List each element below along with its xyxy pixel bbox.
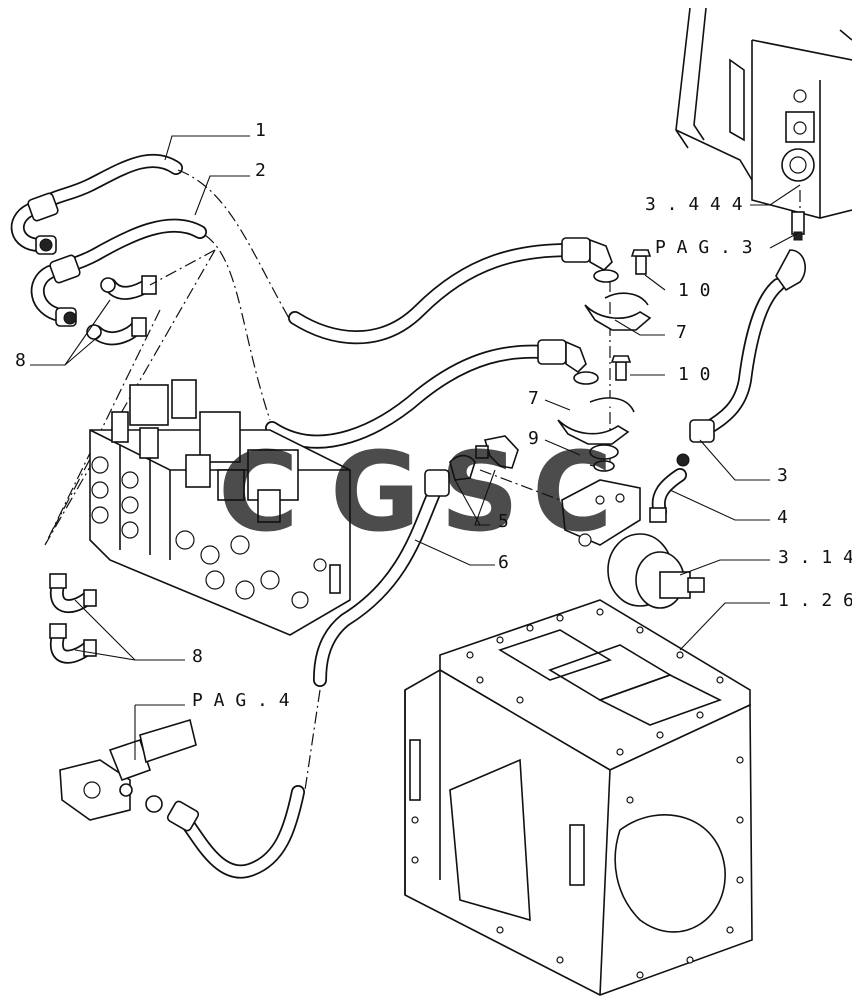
watermark-letter-2: G <box>330 428 420 556</box>
callout-pag4: P A G . 4 <box>192 690 290 711</box>
hose-3 <box>676 249 806 467</box>
elbow-4 <box>649 468 687 523</box>
watermark-letter-3: S <box>440 428 519 556</box>
callout-5: 5 <box>498 511 509 532</box>
callout-3-444: 3 . 4 4 4 <box>645 194 743 215</box>
elbow-fittings-upper <box>86 275 157 346</box>
callout-3: 3 <box>777 465 788 486</box>
elbow-fittings-lower <box>49 573 97 664</box>
callout-8-upper: 8 <box>15 350 26 371</box>
watermark-letter-1: C <box>218 428 299 556</box>
hose-1 <box>10 153 183 255</box>
watermark-letter-4: C <box>532 428 613 556</box>
lower-hose <box>145 785 305 879</box>
callout-10-upper: 1 0 <box>678 280 711 301</box>
callout-pag3: P A G . 3 <box>655 237 753 258</box>
callout-1-26: 1 . 2 6 <box>778 590 852 611</box>
pag4-valve <box>59 718 197 821</box>
callout-10-lower: 1 0 <box>678 364 711 385</box>
long-hose-lower <box>265 339 599 449</box>
housing-bolt-holes <box>411 608 744 979</box>
clamp-and-bolt-lower <box>557 355 635 472</box>
transmission-housing <box>404 599 753 996</box>
leader-lines <box>30 135 801 760</box>
callout-labels: 1 2 8 3 . 4 4 4 P A G . 3 1 0 7 1 0 7 9 … <box>15 120 852 711</box>
cab-frame <box>675 7 852 241</box>
control-valve-block <box>89 379 351 636</box>
pump-motor <box>561 479 705 609</box>
hose-2 <box>30 218 207 327</box>
callout-7-upper: 7 <box>676 322 687 343</box>
callout-7-lower: 7 <box>528 388 539 409</box>
callout-2: 2 <box>255 160 266 181</box>
callout-4: 4 <box>777 507 788 528</box>
callout-8-lower: 8 <box>192 646 203 667</box>
watermark: C G S C <box>218 428 613 556</box>
long-hose-upper <box>288 237 619 345</box>
callout-9: 9 <box>528 428 539 449</box>
callout-1: 1 <box>255 120 266 141</box>
callout-3-14: 3 . 1 4 <box>778 547 852 568</box>
clamp-and-bolt-upper <box>584 249 652 331</box>
fittings-5-6 <box>313 435 519 687</box>
callout-6: 6 <box>498 552 509 573</box>
